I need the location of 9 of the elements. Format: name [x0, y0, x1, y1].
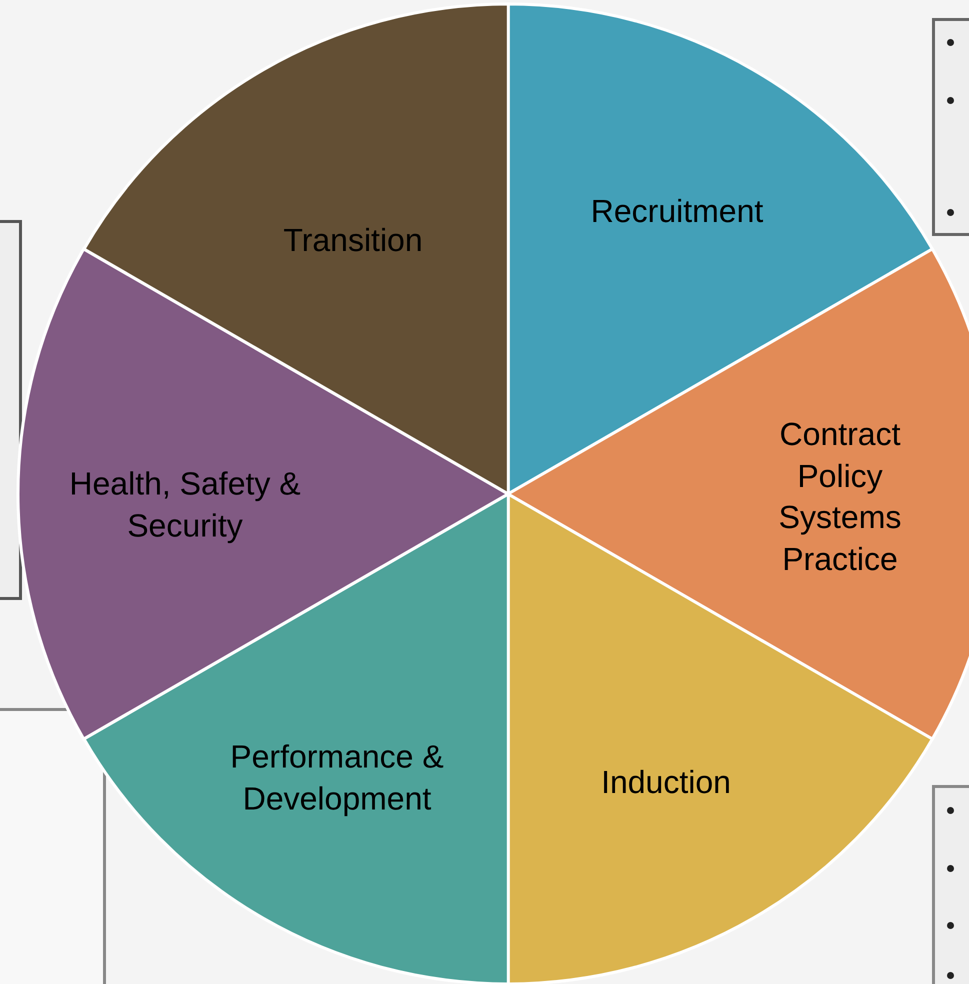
slice-label: Policy: [797, 456, 883, 496]
slice-label: Performance & Development: [229, 737, 445, 818]
slice-label: Recruitment: [590, 192, 764, 232]
slice-label: Systems: [778, 498, 902, 537]
slice-label: Practice: [782, 540, 898, 579]
slice-label: Transition: [283, 221, 423, 260]
slice-label: Health, Safety & Security: [68, 464, 302, 546]
slice-label: Induction: [601, 763, 731, 802]
slice-label: Contract: [780, 414, 900, 454]
